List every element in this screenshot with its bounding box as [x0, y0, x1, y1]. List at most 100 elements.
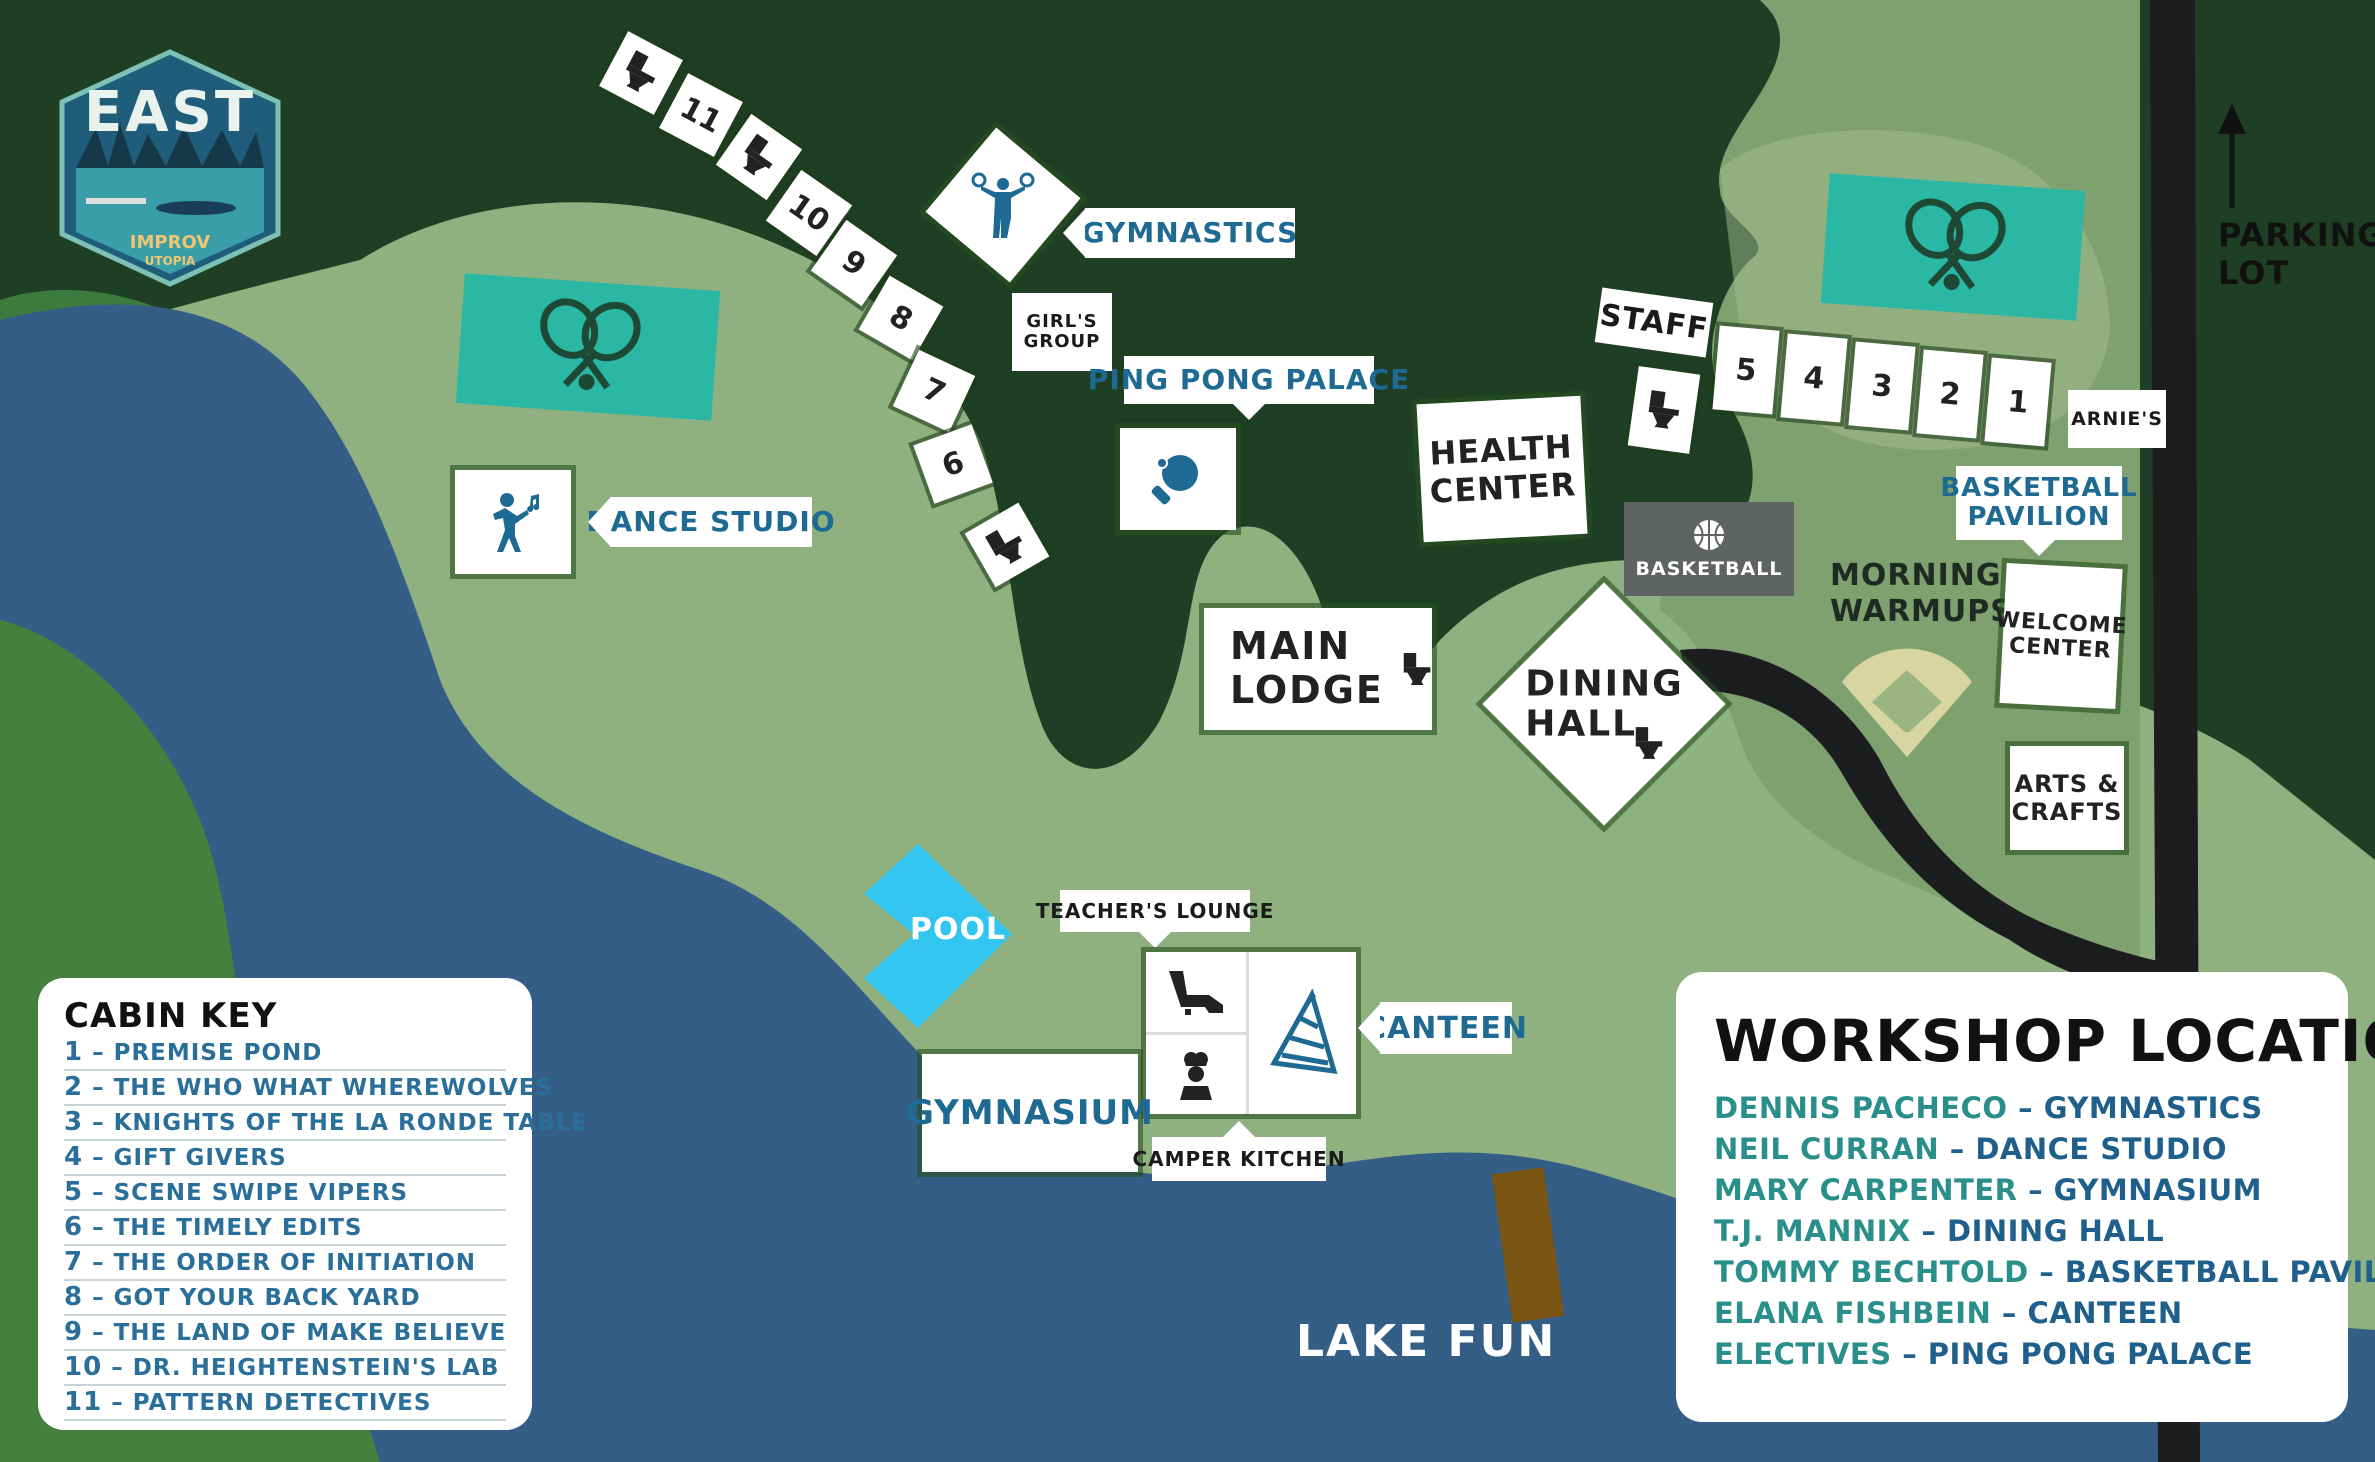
ping-pong-icon	[1151, 455, 1198, 505]
tennis-rackets-icon	[540, 298, 641, 390]
cabin-key-name: PATTERN DETECTIVES	[132, 1390, 432, 1416]
gymnastics-label: GYMNASTICS	[1063, 208, 1297, 258]
lake	[0, 304, 2375, 1462]
chef-icon	[1180, 1052, 1212, 1100]
cabin-key-name: SCENE SWIPE VIPERS	[113, 1180, 409, 1206]
main-lodge-building[interactable]: MAIN LODGE	[1204, 608, 1432, 730]
toilet-building-south	[964, 502, 1050, 588]
cabin-key-title: CABIN KEY	[64, 996, 278, 1036]
workshop-location: DINING HALL	[1947, 1214, 2165, 1248]
cabin-key-row: 4 – GIFT GIVERS	[64, 1141, 506, 1176]
basketball-court[interactable]: BASKETBALL	[1624, 502, 1794, 596]
cabin-key-row: 6 – THE TIMELY EDITS	[64, 1211, 506, 1246]
health-center-building[interactable]: HEALTH CENTER	[1416, 395, 1588, 543]
gymnasium-label: GYMNASIUM	[906, 1093, 1154, 1133]
canteen-block[interactable]	[1146, 952, 1356, 1114]
cabin-key-name: THE WHO WHAT WHEREWOLVES	[113, 1075, 554, 1101]
cabin-key-separator: –	[83, 1145, 114, 1171]
cabin-key-separator: –	[83, 1250, 114, 1276]
teachers-lounge-label: TEACHER'S LOUNGE	[1036, 890, 1273, 948]
cabin-key-row: 9 – THE LAND OF MAKE BELIEVE	[64, 1316, 506, 1351]
cabin-key-separator: –	[102, 1390, 133, 1416]
cabin-1[interactable]: 1	[1984, 357, 2052, 447]
badge-subtitle-2: UTOPIA	[144, 254, 196, 268]
dance-studio-building[interactable]	[455, 470, 571, 574]
gymnastics-building[interactable]	[925, 127, 1081, 283]
toilet-icon	[1635, 727, 1663, 759]
workshop-instructor: T.J. MANNIX	[1714, 1214, 1911, 1248]
toilet-icon	[625, 50, 656, 93]
arts-crafts-line-2: CRAFTS	[2011, 798, 2123, 826]
workshop-location: PING PONG PALACE	[1927, 1337, 2254, 1371]
tennis-court-west	[455, 273, 721, 421]
cabin-key-number: 10	[64, 1352, 103, 1382]
workshop-separator: –	[2007, 1091, 2044, 1125]
cabin-key-number: 4	[64, 1142, 84, 1172]
camper-kitchen-room	[1146, 1034, 1249, 1114]
workshop-instructor: DENNIS PACHECO	[1714, 1091, 2008, 1125]
parking-lot-line-1: PARKING	[2218, 216, 2375, 254]
cabin-key-number: 9	[64, 1317, 84, 1347]
access-road	[1680, 648, 2178, 1000]
pool-label: POOL	[910, 912, 1007, 947]
badge-title: EAST	[83, 80, 257, 145]
pool-shape	[864, 844, 1012, 1028]
cabin-key-separator: –	[83, 1110, 114, 1136]
toilet-icon	[742, 133, 773, 176]
dancer-icon	[493, 493, 540, 552]
workshop-instructor: ELECTIVES	[1714, 1337, 1892, 1371]
basketball-pavilion-line-2: PAVILION	[1967, 502, 2111, 532]
morning-warmups-line-1: MORNING	[1830, 558, 2002, 593]
cabin-key-number: 2	[64, 1072, 84, 1102]
workshop-row: MARY CARPENTER – GYMNASIUM	[1714, 1170, 2310, 1211]
cabin-key-row: 8 – GOT YOUR BACK YARD	[64, 1281, 506, 1316]
cabin-3[interactable]: 3	[1848, 341, 1916, 431]
basketball-icon	[1694, 520, 1724, 550]
toilet-icon	[985, 529, 1023, 565]
canteen-label: CANTEEN	[1358, 1002, 1527, 1054]
morning-warmups-line-2: WARMUPS	[1830, 594, 2013, 629]
cabin-key-separator: –	[83, 1040, 114, 1066]
arts-crafts-building[interactable]: ARTS & CRAFTS	[2010, 746, 2124, 850]
cabin-key-separator: –	[83, 1285, 114, 1311]
cabin-key-row: 3 – KNIGHTS OF THE LA RONDE TABLE	[64, 1106, 587, 1141]
canteen-room	[1249, 952, 1356, 1114]
workshop-separator: –	[1891, 1337, 1928, 1371]
cabin-key-row: 10 – DR. HEIGHTENSTEIN'S LAB	[64, 1351, 506, 1386]
cabin-2[interactable]: 2	[1916, 349, 1984, 439]
welcome-center-building[interactable]: WELCOME CENTER	[1995, 563, 2128, 709]
cabin-5[interactable]: 5	[1712, 325, 1780, 415]
cabin-key-name: GOT YOUR BACK YARD	[113, 1285, 421, 1311]
cabin-4[interactable]: 4	[1780, 333, 1848, 423]
cabin-key-name: PREMISE POND	[113, 1040, 323, 1066]
baseball-diamond-icon	[1842, 648, 1972, 757]
cabin-key-name: THE TIMELY EDITS	[113, 1215, 363, 1241]
cabin-key-separator: –	[83, 1320, 114, 1346]
toilet-building-north	[599, 31, 683, 115]
cabin-key-row: 5 – SCENE SWIPE VIPERS	[64, 1176, 506, 1211]
girls-group-line-2: GROUP	[1023, 331, 1101, 352]
girls-group-line-1: GIRL'S	[1026, 311, 1098, 333]
workshop-separator: –	[1991, 1296, 2028, 1330]
workshop-location: GYMNASIUM	[2053, 1173, 2262, 1207]
workshop-separator: –	[2017, 1173, 2054, 1207]
toilet-building-staff	[1627, 366, 1701, 454]
party-hat-icon	[1269, 988, 1337, 1074]
teachers-lounge-room	[1146, 952, 1249, 1035]
ping-pong-palace-label: PING PONG PALACE	[1088, 356, 1409, 420]
parking-lot-line-2: LOT	[2218, 254, 2290, 293]
recliner-icon	[1169, 971, 1223, 1015]
girls-group-label: GIRL'S GROUP	[1012, 293, 1112, 371]
workshop-locations-panel: WORKSHOP LOCATIONS DENNIS PACHECO – GYMN…	[1676, 972, 2375, 1422]
camp-badge: EAST IMPROV UTOPIA	[56, 48, 284, 288]
parking-arrow-icon	[2218, 104, 2246, 208]
cabin-key-number: 5	[64, 1177, 84, 1207]
basketball-pavilion-label: BASKETBALL PAVILION	[1940, 466, 2137, 556]
ping-pong-palace-building[interactable]	[1120, 428, 1236, 530]
cabin-key-row: 2 – THE WHO WHAT WHEREWOLVES	[64, 1071, 552, 1106]
gymnasium-building[interactable]: GYMNASIUM	[906, 1054, 1153, 1172]
